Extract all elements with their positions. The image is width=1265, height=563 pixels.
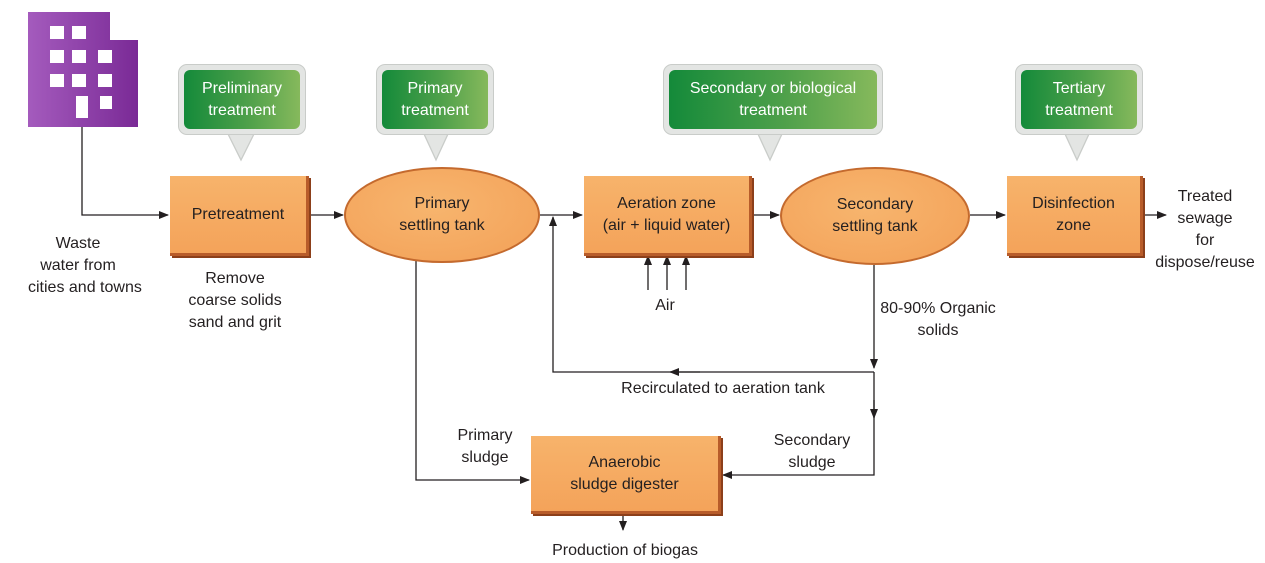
pretreatment-box: Pretreatment <box>170 176 309 256</box>
source-label: Waste water from cities and towns <box>28 235 142 296</box>
primary-sludge-label: Primary sludge <box>457 427 513 466</box>
output-label: Treated sewage for dispose/reuse <box>1155 188 1255 271</box>
line-recirculation <box>549 216 874 373</box>
recirculated-label: Recirculated to aeration tank <box>621 380 825 397</box>
callout-tail-primary <box>423 133 449 162</box>
organic-solids-label: 80-90% Organic solids <box>880 300 996 339</box>
air-label: Air <box>655 297 675 314</box>
line-primary-sludge <box>415 256 530 484</box>
aeration-zone-box: Aeration zone(air + liquid water) <box>584 176 752 256</box>
callout-tail-preliminary <box>227 133 255 162</box>
secondary-sludge-label: Secondary sludge <box>773 432 851 471</box>
callout-tail-secondary <box>757 133 783 162</box>
building-icon <box>28 12 138 127</box>
pretreatment-note: Remove coarse solids sand and grit <box>188 270 282 331</box>
biogas-label: Production of biogas <box>552 542 698 559</box>
arrow-source-to-pretreatment <box>81 125 169 219</box>
callout-tail-tertiary <box>1064 133 1090 162</box>
